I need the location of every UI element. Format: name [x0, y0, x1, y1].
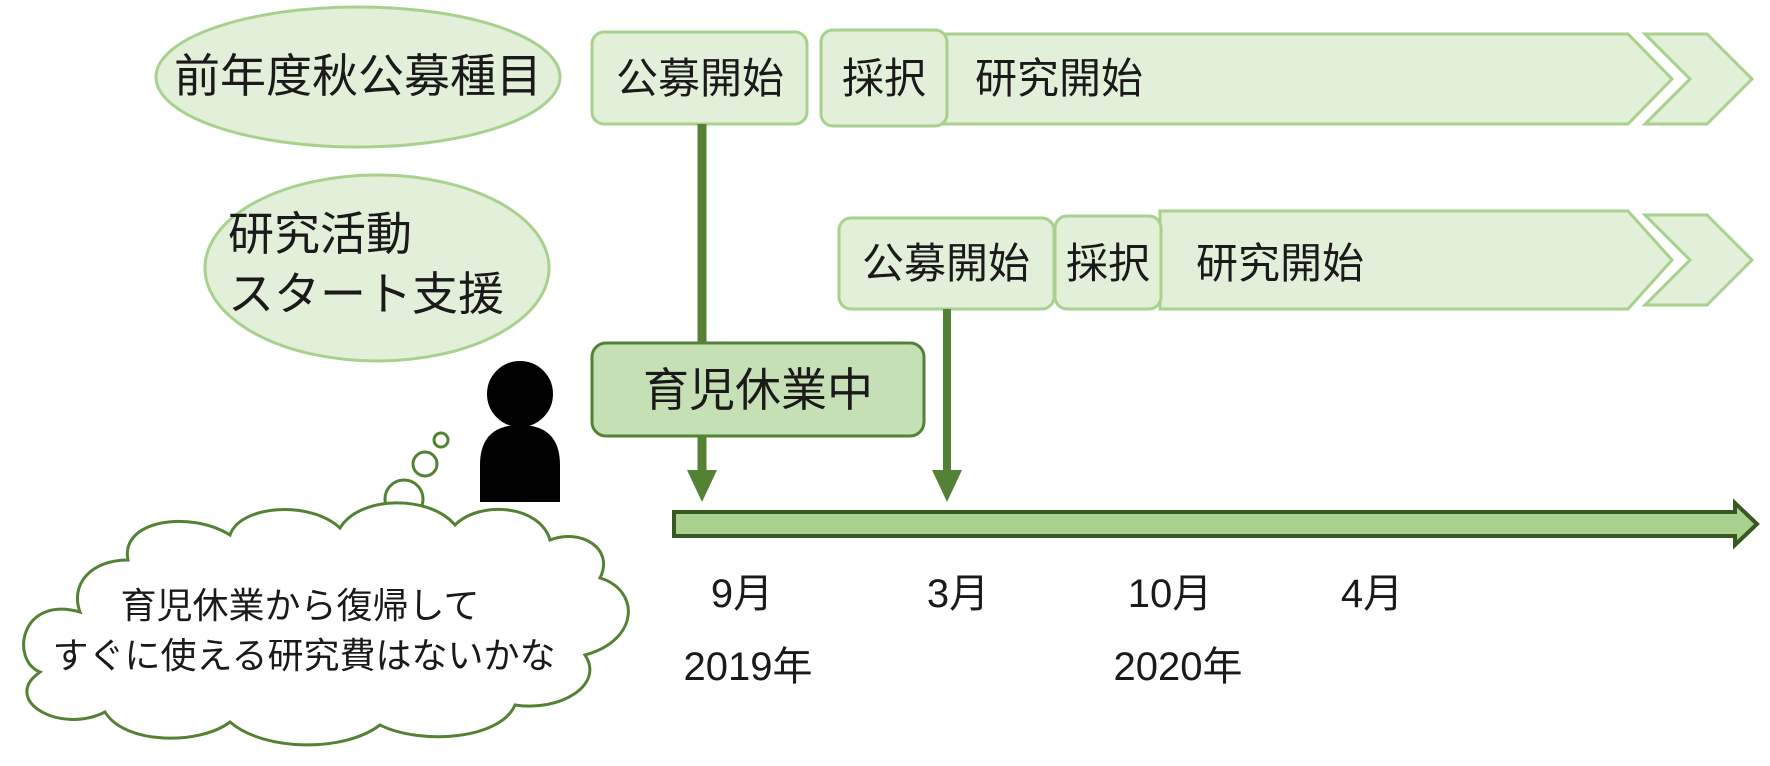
start-support-label-1: 研究活動 [228, 207, 412, 261]
leave-label: 育児休業中 [643, 363, 873, 417]
thought-cloud-icon [22, 501, 630, 747]
person-icon [480, 359, 560, 502]
year-label-2019: 2019年 [684, 645, 813, 689]
thought-line-2: すぐに使える研究費はないかな [53, 636, 556, 677]
month-label-oct: 10月 [1128, 572, 1213, 616]
autumn-stage-research-label: 研究開始 [975, 54, 1143, 103]
month-label-apr: 4月 [1341, 572, 1403, 616]
start-stage-adopt [1053, 214, 1163, 311]
autumn-stage-adopt [819, 28, 949, 128]
thought-line-1: 育児休業から復帰して [121, 586, 480, 627]
autumn-open-arrowhead [687, 470, 717, 502]
month-label-sep-2019: 9月 [711, 572, 773, 616]
start-open-arrowhead [932, 470, 962, 502]
autumn-stage-open-label: 公募開始 [616, 54, 784, 103]
start-continue-chevron [1641, 213, 1755, 307]
start-stage-research-label: 研究開始 [1196, 239, 1364, 288]
timeline-axis-arrow [672, 498, 1760, 550]
autumn-program-ellipse [154, 5, 562, 149]
year-label-2020: 2020年 [1114, 645, 1243, 689]
start-stage-adopt-label: 採択 [1066, 239, 1150, 288]
autumn-program-label: 前年度秋公募種目 [174, 49, 542, 103]
autumn-continue-chevron [1641, 32, 1755, 126]
start-stage-open-label: 公募開始 [862, 239, 1030, 288]
start-support-label-2: スタート支援 [228, 267, 504, 321]
autumn-stage-adopt-label: 採択 [842, 54, 926, 103]
thought-bubble-small [432, 431, 450, 449]
leave-box [590, 341, 926, 438]
start-support-ellipse [203, 173, 551, 363]
thought-bubble-mid [411, 450, 439, 478]
month-label-mar: 3月 [927, 572, 989, 616]
